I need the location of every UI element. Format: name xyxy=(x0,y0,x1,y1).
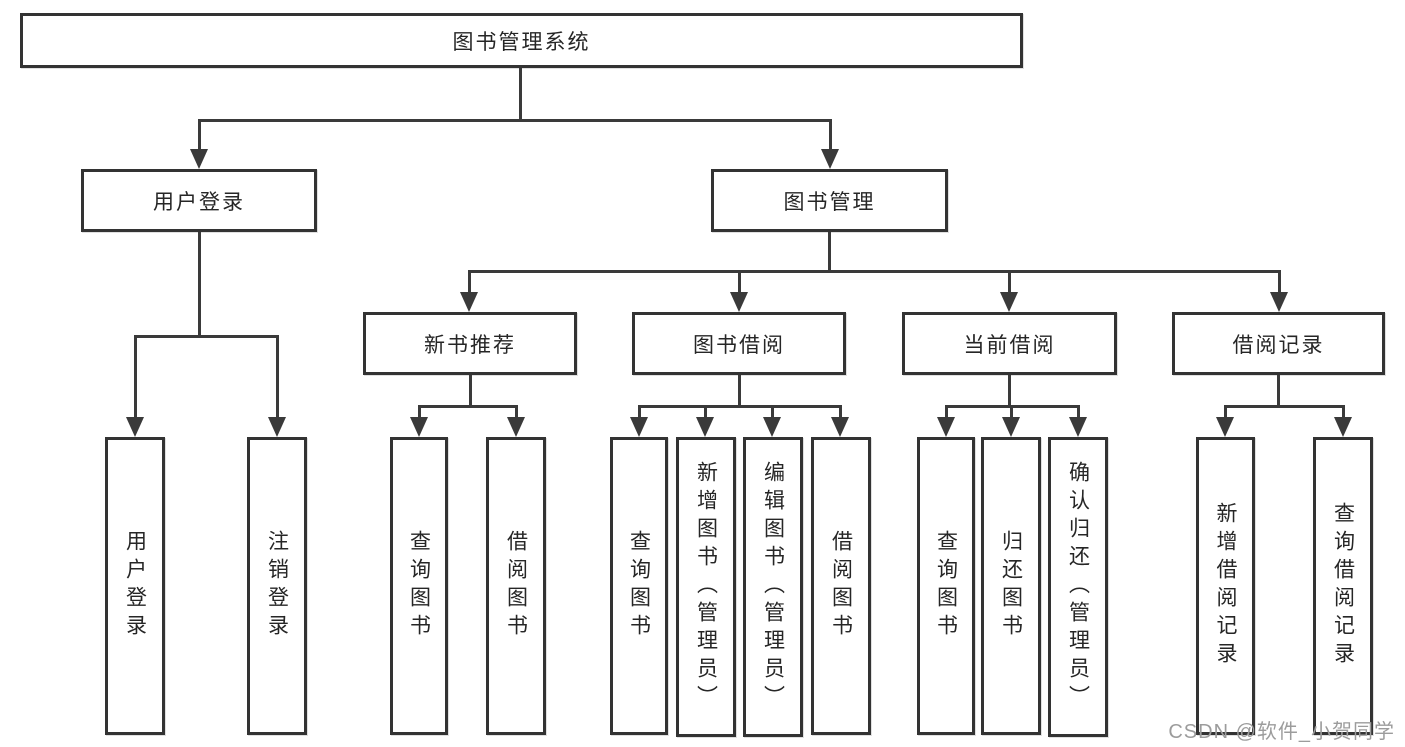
node-book-borrowing: 图书借阅 xyxy=(632,312,846,375)
arrowhead-icon xyxy=(831,417,849,437)
connector-line xyxy=(638,405,641,425)
node-current-borrowing-label: 当前借阅 xyxy=(963,333,1056,357)
arrowhead-icon xyxy=(821,149,839,169)
csdn-watermark: CSDN @软件_小贺同学 xyxy=(1168,721,1395,743)
node-borrow-records: 借阅记录 xyxy=(1172,312,1385,375)
connector-line xyxy=(1224,405,1227,425)
arrowhead-icon xyxy=(937,417,955,437)
arrowhead-icon xyxy=(190,149,208,169)
arrowhead-icon xyxy=(410,417,428,437)
node-current-borrowing: 当前借阅 xyxy=(902,312,1117,375)
leaf-nb-query-books-label: 查询图书 xyxy=(407,530,431,642)
connector-line xyxy=(1010,405,1013,425)
arrowhead-icon xyxy=(630,417,648,437)
connector-line xyxy=(198,232,201,338)
leaf-bb-add-books-admin-label: 新增图书（管理员） xyxy=(694,461,718,713)
leaf-cb-query-books-label: 查询图书 xyxy=(934,530,958,642)
connector-line xyxy=(1224,405,1344,408)
leaf-nb-borrow-books: 借阅图书 xyxy=(486,437,546,735)
leaf-br-query-record-label: 查询借阅记录 xyxy=(1331,502,1355,670)
connector-line xyxy=(829,119,832,153)
connector-line xyxy=(945,405,948,425)
connector-line xyxy=(468,270,471,295)
arrowhead-icon xyxy=(1216,417,1234,437)
leaf-logout-label: 注销登录 xyxy=(265,530,289,642)
arrowhead-icon xyxy=(507,417,525,437)
leaf-bb-add-books-admin: 新增图书（管理员） xyxy=(676,437,736,737)
connector-line xyxy=(418,405,517,408)
connector-line xyxy=(704,405,707,425)
leaf-nb-borrow-books-label: 借阅图书 xyxy=(504,530,528,642)
leaf-user-login: 用户登录 xyxy=(105,437,165,735)
arrowhead-icon xyxy=(696,417,714,437)
connector-line xyxy=(1008,270,1011,295)
leaf-cb-return-books: 归还图书 xyxy=(981,437,1041,735)
connector-line xyxy=(839,405,842,425)
node-book-borrowing-label: 图书借阅 xyxy=(693,333,785,357)
connector-line xyxy=(515,405,518,425)
connector-line xyxy=(276,335,279,421)
leaf-cb-query-books: 查询图书 xyxy=(917,437,975,735)
leaf-bb-edit-books-admin: 编辑图书（管理员） xyxy=(743,437,803,737)
arrowhead-icon xyxy=(1069,417,1087,437)
node-root-label: 图书管理系统 xyxy=(452,30,591,54)
arrowhead-icon xyxy=(460,292,478,312)
connector-line xyxy=(1278,270,1281,295)
leaf-bb-borrow-books-label: 借阅图书 xyxy=(829,530,853,642)
node-user-login: 用户登录 xyxy=(81,169,317,232)
arrowhead-icon xyxy=(268,417,286,437)
arrowhead-icon xyxy=(763,417,781,437)
arrowhead-icon xyxy=(1270,292,1288,312)
leaf-cb-confirm-return-admin-label: 确认归还（管理员） xyxy=(1066,461,1090,713)
leaf-br-add-record-label: 新增借阅记录 xyxy=(1214,502,1237,670)
leaf-cb-confirm-return-admin: 确认归还（管理员） xyxy=(1048,437,1108,737)
node-new-book-recommend: 新书推荐 xyxy=(363,312,577,375)
connector-line xyxy=(1342,405,1345,425)
connector-line xyxy=(738,270,741,295)
node-user-login-label: 用户登录 xyxy=(153,190,245,214)
connector-line xyxy=(198,119,831,122)
leaf-nb-query-books: 查询图书 xyxy=(390,437,448,735)
node-new-book-recommend-label: 新书推荐 xyxy=(424,333,516,357)
node-borrow-records-label: 借阅记录 xyxy=(1232,333,1325,357)
leaf-user-login-label: 用户登录 xyxy=(123,530,147,642)
node-book-management-label: 图书管理 xyxy=(783,190,876,214)
arrowhead-icon xyxy=(1002,417,1020,437)
node-book-management: 图书管理 xyxy=(711,169,948,232)
connector-line xyxy=(828,232,831,273)
leaf-bb-borrow-books: 借阅图书 xyxy=(811,437,871,735)
leaf-bb-edit-books-admin-label: 编辑图书（管理员） xyxy=(761,461,785,713)
leaf-bb-query-books: 查询图书 xyxy=(610,437,668,735)
connector-line xyxy=(198,119,201,153)
connector-line xyxy=(134,335,278,338)
leaf-logout: 注销登录 xyxy=(247,437,307,735)
connector-line xyxy=(468,270,1280,273)
node-root: 图书管理系统 xyxy=(20,13,1023,68)
connector-line xyxy=(519,68,522,122)
connector-line xyxy=(738,375,741,408)
leaf-bb-query-books-label: 查询图书 xyxy=(627,530,651,642)
connector-line xyxy=(418,405,421,425)
connector-line xyxy=(134,335,137,421)
connector-line xyxy=(1277,375,1280,408)
connector-line xyxy=(1008,375,1011,408)
connector-line xyxy=(469,375,472,408)
arrowhead-icon xyxy=(730,292,748,312)
connector-line xyxy=(771,405,774,425)
arrowhead-icon xyxy=(126,417,144,437)
connector-line xyxy=(1077,405,1080,425)
connector-line xyxy=(638,405,841,408)
leaf-cb-return-books-label: 归还图书 xyxy=(999,530,1023,642)
arrowhead-icon xyxy=(1000,292,1018,312)
leaf-br-add-record: 新增借阅记录 xyxy=(1196,437,1255,735)
leaf-br-query-record: 查询借阅记录 xyxy=(1313,437,1373,735)
arrowhead-icon xyxy=(1334,417,1352,437)
